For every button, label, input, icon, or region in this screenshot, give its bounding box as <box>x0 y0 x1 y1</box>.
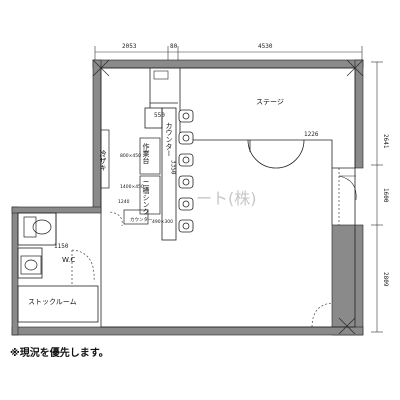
work-table-label: 作業台 <box>142 142 150 165</box>
wc-label: W.C <box>62 256 75 264</box>
dim-kitchen-a: 800×450 <box>120 153 141 159</box>
entrance-door <box>311 302 333 328</box>
double-sink-label: 二槽シンク <box>142 180 150 215</box>
stool <box>178 109 194 123</box>
dim-top-mid: 80 <box>170 43 178 50</box>
annex-walls <box>11 206 102 336</box>
stool <box>178 197 194 211</box>
dim-counter-len: 3350 <box>170 160 177 175</box>
annex-rooms <box>17 212 99 323</box>
stage <box>179 68 333 169</box>
footnote: ※現況を優先します。 <box>10 348 109 359</box>
counter-bar <box>144 68 178 241</box>
equipment-box <box>153 70 169 80</box>
outer-walls <box>11 59 364 336</box>
right-dimension-line <box>371 61 383 333</box>
right-door <box>338 168 357 225</box>
dim-kitchen-d: 490×300 <box>152 219 173 225</box>
dim-top-right: 4530 <box>258 43 273 50</box>
dim-stage-depth: 1226 <box>304 131 319 138</box>
storage-label: 冷ザキ <box>99 149 107 171</box>
dim-right-mid: 1600 <box>382 188 389 203</box>
dim-kitchen-b: 1400×450 <box>120 184 144 190</box>
stage-label: ステージ <box>256 98 284 106</box>
inner-outline <box>100 67 356 328</box>
stool <box>178 175 194 189</box>
dim-top-left: 2053 <box>122 43 137 50</box>
toilet <box>23 216 52 238</box>
stool <box>178 219 194 233</box>
bar-stools <box>178 109 194 233</box>
wc-door <box>71 249 95 286</box>
dim-counter-small: 550 <box>154 112 165 119</box>
stool <box>178 153 194 167</box>
dim-kitchen-c: 1240 <box>118 199 130 205</box>
dim-right-top: 2641 <box>382 134 389 149</box>
dim-corridor: 1150 <box>54 243 69 250</box>
dim-right-bottom: 2809 <box>382 272 389 287</box>
washbasin <box>20 255 42 275</box>
watermark: ート(株) <box>196 189 257 208</box>
drink-counter-label: カウンター <box>130 216 153 223</box>
kitchen-fixtures <box>100 129 161 225</box>
counter-label: カウンター <box>165 122 173 157</box>
top-dimension-line <box>94 46 363 60</box>
kitchen-door <box>109 211 123 227</box>
stool <box>178 131 194 145</box>
stock-room-label: ストックルーム <box>28 298 77 306</box>
